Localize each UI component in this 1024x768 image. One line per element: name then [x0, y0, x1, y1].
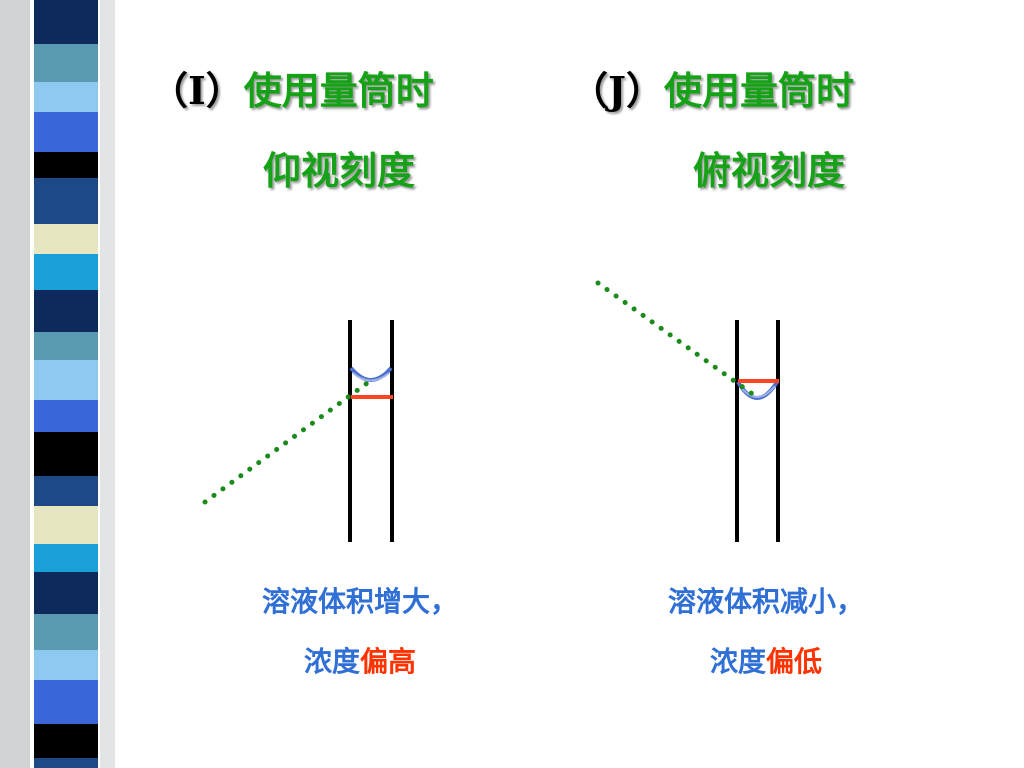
panel-i-sight-line	[202, 378, 373, 505]
panel-j-tag: （J）	[570, 68, 664, 113]
panel-j-title-text: 使用量筒时	[663, 68, 854, 113]
panel-i-result-prefix: 浓度	[304, 645, 361, 678]
panel-i-title-text: 使用量筒时	[243, 68, 434, 113]
panel-j-result-line2: 浓度偏低	[710, 640, 822, 680]
stripe-band	[34, 724, 98, 758]
panel-j-meniscus-highlight	[739, 385, 776, 398]
stripe-band	[34, 506, 98, 544]
stripe-band	[34, 680, 98, 724]
panel-j-result-prefix: 浓度	[710, 645, 767, 678]
stripe-band	[34, 112, 98, 152]
panel-j-result-line1: 溶液体积减小，	[668, 585, 865, 618]
stripe-band	[34, 290, 98, 332]
panel-j-sight-line	[595, 280, 761, 401]
stripe-band	[34, 152, 98, 178]
panel-j-subtitle: 俯视刻度	[693, 148, 846, 193]
stripe-band	[34, 44, 98, 82]
panel-i-meniscus	[349, 366, 393, 382]
stripe-band	[34, 82, 98, 112]
panel-i-tag: （I）	[150, 68, 244, 113]
stripe-band	[34, 650, 98, 680]
stripe-band	[34, 360, 98, 400]
stripe-band	[34, 178, 98, 224]
panel-j-title: （J）使用量筒时	[570, 60, 854, 115]
panel-i-title: （I）使用量筒时	[150, 60, 434, 115]
stripe-band	[34, 332, 98, 360]
panel-i-meniscus-highlight	[352, 372, 390, 382]
stripe-band	[34, 614, 98, 650]
stripe-band	[34, 476, 98, 506]
stripe-band	[34, 0, 98, 44]
stripe-band	[34, 758, 98, 768]
stripe-band	[34, 432, 98, 476]
stripe-band	[34, 400, 98, 432]
panel-i-cylinder	[348, 320, 394, 542]
panel-i-result-line2: 浓度偏高	[304, 640, 416, 680]
panel-j-result-highlight: 偏低	[766, 645, 823, 678]
stripe-band	[34, 544, 98, 572]
stripe-band	[34, 572, 98, 614]
panel-i-subtitle: 仰视刻度	[263, 148, 416, 193]
panel-i-result-line1: 溶液体积增大，	[262, 585, 459, 618]
panel-j-cylinder	[735, 320, 780, 542]
stripe-band	[34, 254, 98, 290]
panel-i-result-highlight: 偏高	[360, 645, 417, 678]
stripe-band	[34, 224, 98, 254]
